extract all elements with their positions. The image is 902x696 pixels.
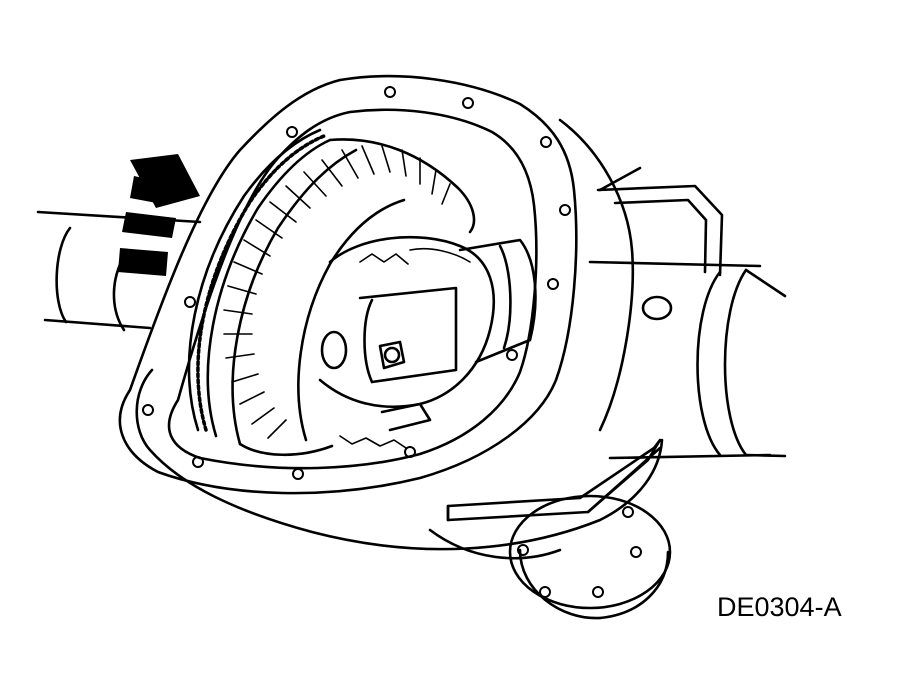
carrier-housing xyxy=(135,118,664,560)
ring-gear-teeth xyxy=(223,145,451,439)
ring-gear xyxy=(187,128,476,457)
rotation-direction-arrow-icon xyxy=(118,154,200,276)
right-axle-tube xyxy=(588,260,787,460)
lower-support-bar xyxy=(446,438,662,522)
differential-case xyxy=(318,235,537,432)
mounting-bracket xyxy=(596,166,724,277)
figure-reference-code: DE0304-A xyxy=(717,592,842,622)
flange-bolt-holes xyxy=(142,86,571,480)
side-gears xyxy=(339,247,471,449)
pinion-flange-bolt-holes xyxy=(517,506,642,598)
ring-gear-rim-serration xyxy=(196,134,326,432)
pinion-flange xyxy=(508,494,672,620)
